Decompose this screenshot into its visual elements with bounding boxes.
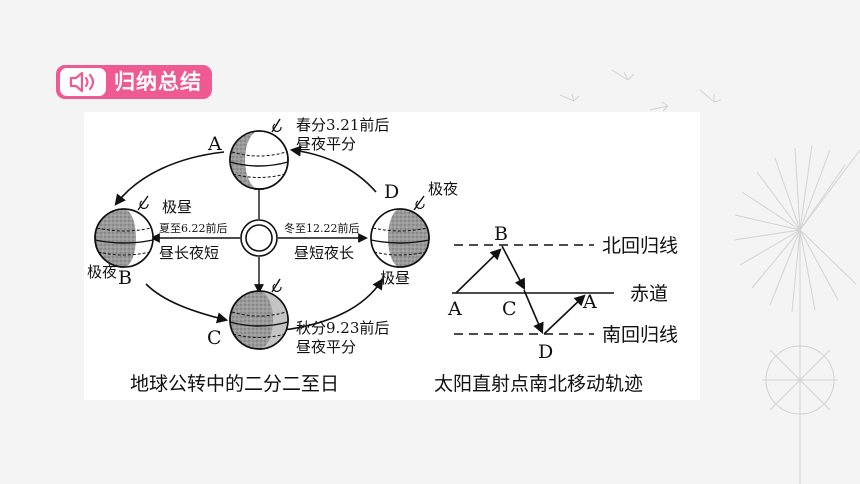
earth-b-icon <box>94 195 154 268</box>
winter-solstice-daynight: 昼短夜长 <box>294 244 354 262</box>
summer-solstice-daynight: 昼长夜短 <box>159 244 219 262</box>
earth-label-b: B <box>118 267 132 289</box>
winter-solstice-date: 冬至12.22前后 <box>284 221 360 235</box>
orbit-caption: 地球公转中的二分二至日 <box>130 373 339 395</box>
earth-orbit-diagram: A B C D 春分3.21前后 昼夜平分 秋分9.23前后 昼夜平分 夏至6.… <box>87 116 458 395</box>
track-point-b: B <box>494 223 508 245</box>
speaker-icon[interactable] <box>60 68 106 96</box>
earth-label-a: A <box>207 133 222 155</box>
d-polar-night: 极夜 <box>428 180 458 198</box>
spring-equinox-daynight: 昼夜平分 <box>296 135 356 153</box>
earth-label-d: D <box>384 181 399 203</box>
section-title: 归纳总结 <box>114 70 202 94</box>
autumn-equinox-daynight: 昼夜平分 <box>296 338 356 356</box>
autumn-equinox-date: 秋分9.23前后 <box>296 319 389 337</box>
spring-equinox-date: 春分3.21前后 <box>296 116 389 134</box>
orbit-arc-b-to-c <box>145 283 229 324</box>
track-point-d: D <box>538 341 553 363</box>
section-badge: 归纳总结 <box>56 65 212 99</box>
track-caption: 太阳直射点南北移动轨迹 <box>434 373 643 395</box>
tropic-of-capricorn-label: 南回归线 <box>602 324 678 346</box>
orbit-arc-c-to-d <box>283 278 384 331</box>
summer-solstice-date: 夏至6.22前后 <box>159 221 228 235</box>
track-point-c: C <box>502 298 517 320</box>
tropic-of-cancer-label: 北回归线 <box>602 235 678 257</box>
earth-d-icon <box>370 195 430 268</box>
earth-c-icon <box>229 278 289 350</box>
b-polar-day: 极昼 <box>162 198 192 216</box>
earth-label-c: C <box>207 327 222 349</box>
subsolar-track-diagram: B A C A D 北回归线 赤道 南回归线 太阳直射点南北移动轨迹 <box>434 223 678 395</box>
d-polar-day: 极昼 <box>380 269 410 287</box>
track-point-a-left: A <box>447 298 462 320</box>
earth-a-icon <box>229 118 289 190</box>
sun-icon <box>240 219 278 257</box>
track-point-a-right: A <box>582 291 597 313</box>
geography-figure: A B C D 春分3.21前后 昼夜平分 秋分9.23前后 昼夜平分 夏至6.… <box>84 112 700 400</box>
b-polar-night: 极夜 <box>87 263 117 281</box>
equator-label: 赤道 <box>630 283 668 305</box>
orbit-arc-d-to-a <box>289 145 377 193</box>
orbit-arc-a-to-b <box>114 151 225 206</box>
